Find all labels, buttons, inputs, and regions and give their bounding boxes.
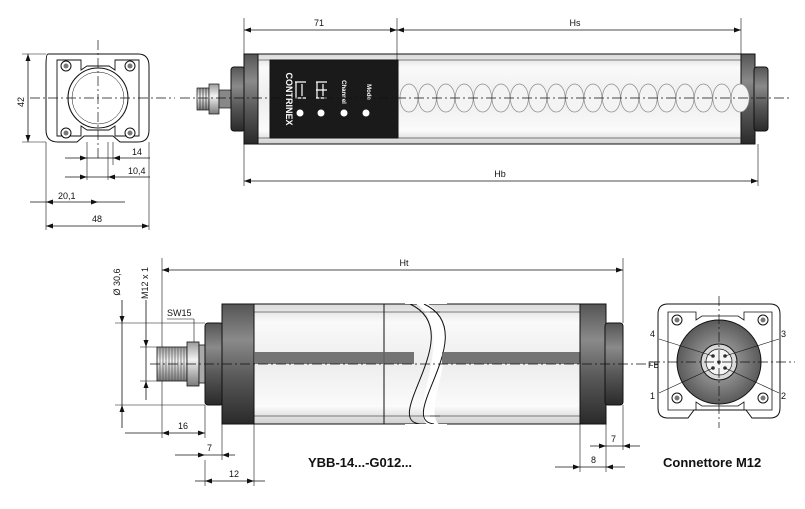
dim-m12: M12 x 1 [140,267,150,299]
side-view-top: CONTRINEX Channel Mode [180,53,790,145]
end-view-top [30,40,175,158]
led-indicator [340,109,348,117]
end-view-top-dimensions: 42 14 10,4 20,1 48 [16,53,150,230]
dim-16: 16 [178,421,188,431]
side-view-bottom-dimensions: Ht Ø 30,6 M12 x 1 SW15 16 7 12 [112,258,660,486]
dim-20-1: 20,1 [58,191,76,201]
pin-1-label: 1 [650,391,655,401]
channel-label: Channel [340,80,346,104]
connector-caption: Connettore M12 [663,455,761,470]
connector-end-view: 4 3 1 2 [650,296,795,428]
dim-8: 8 [591,455,596,465]
side-view-top-dimensions: 71 Hs Hb [243,18,759,186]
dim-71: 71 [314,18,324,28]
dim-48: 48 [92,214,102,224]
led-indicator [296,109,304,117]
fe-label: FE [648,360,660,370]
dim-hs: Hs [570,18,581,28]
dim-ht: Ht [400,258,409,268]
brand-logo: CONTRINEX [284,72,294,125]
dim-sw15: SW15 [167,308,192,318]
dim-7-right: 7 [611,434,616,444]
pin-3-label: 3 [781,329,786,339]
led-indicator [317,109,325,117]
dim-30-6: Ø 30,6 [112,268,122,295]
mode-label: Mode [365,84,371,100]
dim-hb: Hb [494,169,506,179]
dim-12: 12 [229,469,239,479]
segment-display-icon [295,81,306,99]
led-indicator [362,109,370,117]
segment-display-icon [316,81,327,99]
dim-42: 42 [16,97,26,107]
dim-7-left: 7 [207,443,212,453]
model-caption: YBB-14...-G012... [308,455,412,470]
pin-4-label: 4 [650,329,655,339]
dim-14: 14 [132,147,142,157]
pin-2-label: 2 [781,391,786,401]
lens-array [399,83,750,113]
side-view-bottom [150,296,665,432]
dim-10-4: 10,4 [128,166,146,176]
